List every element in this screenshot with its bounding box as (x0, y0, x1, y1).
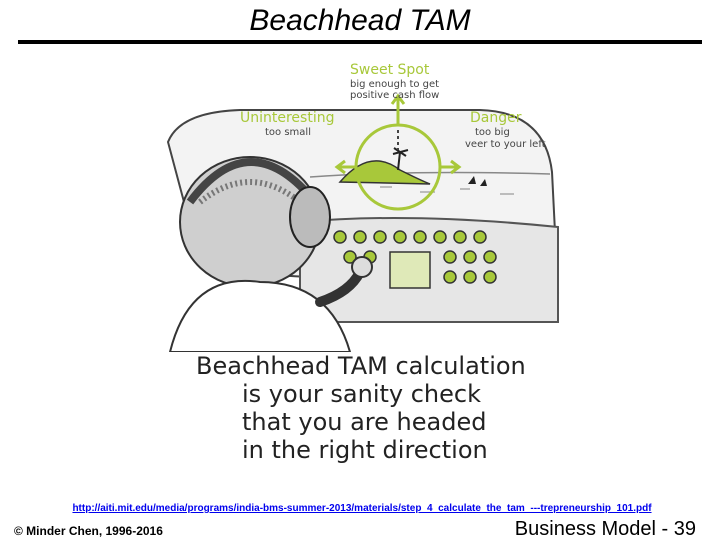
sweet-spot-desc-1: big enough to get (350, 79, 439, 90)
caption-line-1: Beachhead TAM calculation (196, 352, 526, 380)
headphone-band (186, 158, 319, 205)
illustration-caption: Beachhead TAM calculation is your sanity… (190, 352, 550, 464)
arrow-left (334, 159, 356, 175)
caption-line-4: in the right direction (242, 436, 488, 464)
sweet-spot-label: Sweet Spot (350, 62, 430, 78)
danger-desc-2: veer to your left (465, 139, 546, 150)
uninteresting-label: Uninteresting (240, 110, 334, 126)
gear-knob (351, 256, 373, 278)
title-underline (18, 40, 702, 44)
driver-body (168, 279, 352, 352)
horizon-line (309, 171, 551, 178)
driver-dashboard-illustration: Sweet Spot big enough to get positive ca… (166, 62, 560, 352)
dashboard-display (389, 251, 431, 289)
palm-tree (392, 147, 409, 171)
danger-desc-1: too big (475, 127, 510, 138)
slide-number: Business Model - 39 (514, 518, 696, 540)
source-link[interactable]: http://aiti.mit.edu/media/programs/india… (72, 503, 652, 514)
island (338, 160, 431, 185)
caption-line-2: is your sanity check (242, 380, 481, 408)
danger-label: Danger (470, 110, 522, 126)
slide-title: Beachhead TAM (249, 4, 471, 37)
headphone-ear-cup (289, 186, 331, 248)
uninteresting-desc: too small (265, 127, 311, 138)
sweet-spot-desc-2: positive cash flow (350, 90, 439, 101)
arrow-right (440, 159, 462, 175)
caption-line-3: that you are headed (242, 408, 487, 436)
copyright-notice: © Minder Chen, 1996-2016 (14, 524, 163, 538)
water-waves (380, 186, 514, 195)
driver-hair-texture (198, 179, 302, 205)
shark-fin (468, 176, 487, 186)
arrow-up (390, 93, 406, 124)
dashboard-knobs (333, 230, 497, 284)
